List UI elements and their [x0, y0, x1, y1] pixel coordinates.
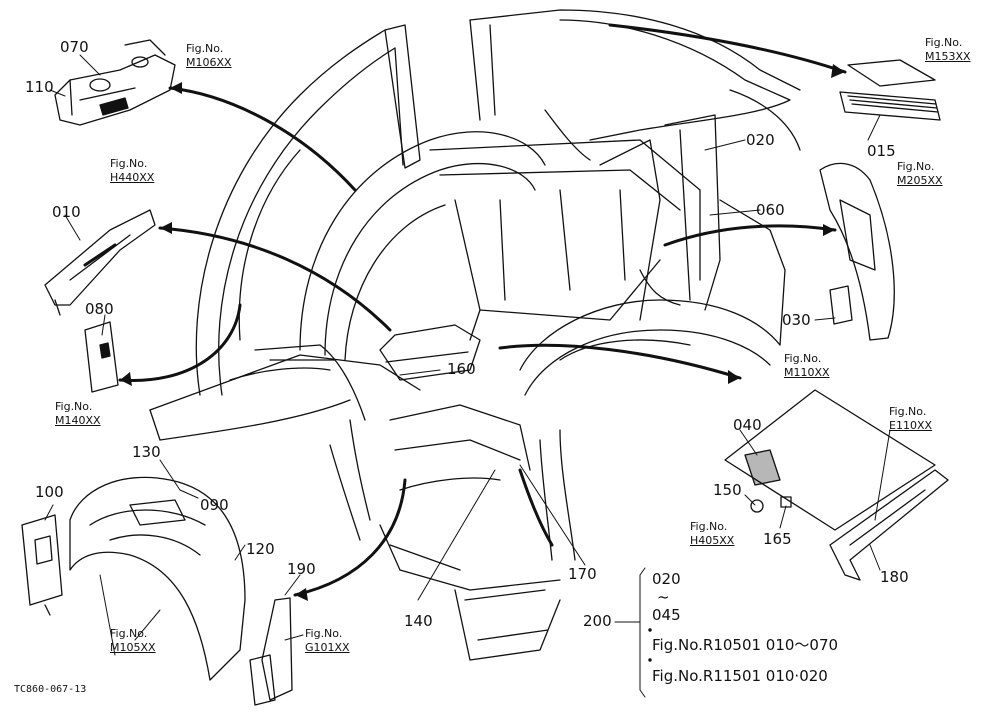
cabin-frame — [149, 9, 801, 661]
part-015 — [839, 59, 941, 121]
callout-070: 070 — [60, 38, 89, 56]
callout-060: 060 — [756, 201, 785, 219]
callout-015: 015 — [867, 142, 896, 160]
callout-140: 140 — [404, 612, 433, 630]
callout-090: 090 — [200, 496, 229, 514]
callout-170: 170 — [568, 565, 597, 583]
part-070-110 — [54, 39, 176, 126]
part-180-step — [829, 469, 949, 581]
figref-e110: Fig.No.E110XX — [889, 405, 933, 432]
callout-120: 120 — [246, 540, 275, 558]
figref-m153: Fig.No.M153XX — [925, 36, 971, 63]
callout-030: 030 — [782, 311, 811, 329]
part-080 — [84, 321, 119, 393]
leader-lines — [44, 54, 891, 656]
arrowheads — [120, 64, 845, 601]
callout-200: 200 — [583, 612, 612, 630]
callout-020: 020 — [746, 131, 775, 149]
figref-h405: Fig.No.H405XX — [690, 520, 735, 547]
callout-165: 165 — [763, 530, 792, 548]
figref-h440: Fig.No.H440XX — [110, 157, 155, 184]
part-100 — [21, 514, 63, 616]
callout-080: 080 — [85, 300, 114, 318]
callout-110: 110 — [25, 78, 54, 96]
part-040-panel — [724, 389, 936, 531]
part-010 — [44, 209, 156, 316]
group200-ref1: Fig.No.R10501 010～070 — [652, 636, 839, 654]
arrows — [118, 23, 847, 597]
callout-180: 180 — [880, 568, 909, 586]
drawing-code: TC860-067-13 — [14, 684, 87, 695]
callout-130: 130 — [132, 443, 161, 461]
group200-tilde: ~ — [657, 588, 670, 606]
figref-g101: Fig.No.G101XX — [305, 627, 350, 654]
part-190-post — [249, 597, 293, 706]
callout-010: 010 — [52, 203, 81, 221]
callout-150: 150 — [713, 481, 742, 499]
figref-m205: Fig.No.M205XX — [897, 160, 943, 187]
figref-m106: Fig.No.M106XX — [186, 42, 232, 69]
group200-from: 020 — [652, 570, 681, 588]
callout-100: 100 — [35, 483, 64, 501]
callout-040: 040 — [733, 416, 762, 434]
figref-m140: Fig.No.M140XX — [55, 400, 101, 427]
figref-m110: Fig.No.M110XX — [784, 352, 830, 379]
part-120-fender — [69, 476, 246, 681]
bracket-200 — [614, 567, 652, 698]
part-030-trim — [819, 162, 895, 341]
callout-160: 160 — [447, 360, 476, 378]
group200-to: 045 — [652, 606, 681, 624]
group200-ref2: Fig.No.R11501 010·020 — [652, 667, 828, 685]
callout-190: 190 — [287, 560, 316, 578]
figref-m105: Fig.No.M105XX — [110, 627, 156, 654]
